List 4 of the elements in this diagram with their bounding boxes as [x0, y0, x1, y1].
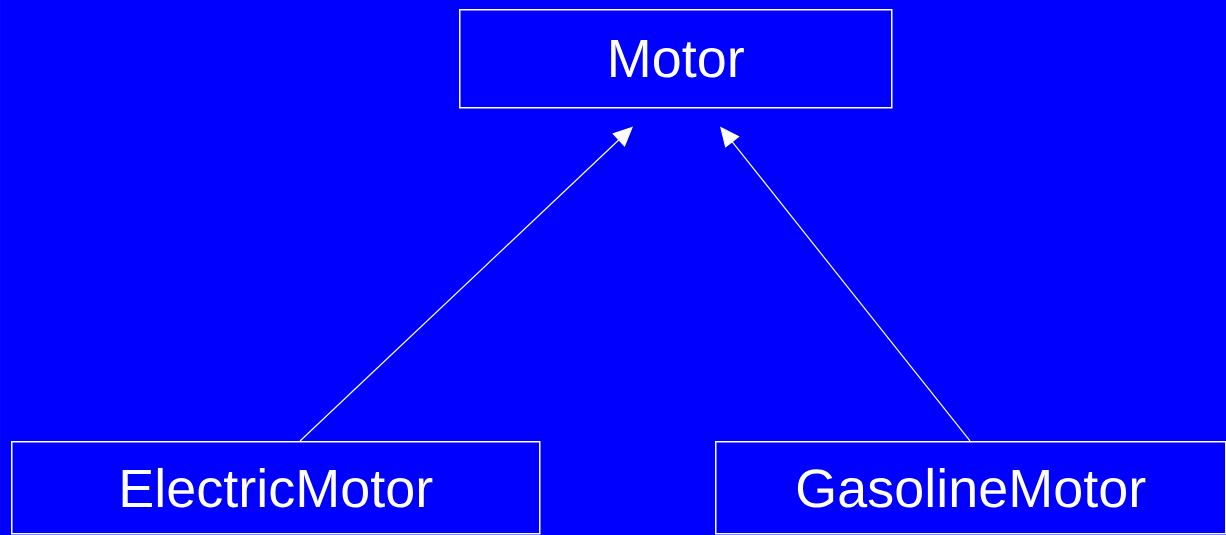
class-box: ElectricMotor — [11, 441, 541, 535]
class-box: Motor — [459, 9, 893, 109]
class-box: GasolineMotor — [715, 441, 1226, 535]
arrow — [299, 126, 633, 442]
